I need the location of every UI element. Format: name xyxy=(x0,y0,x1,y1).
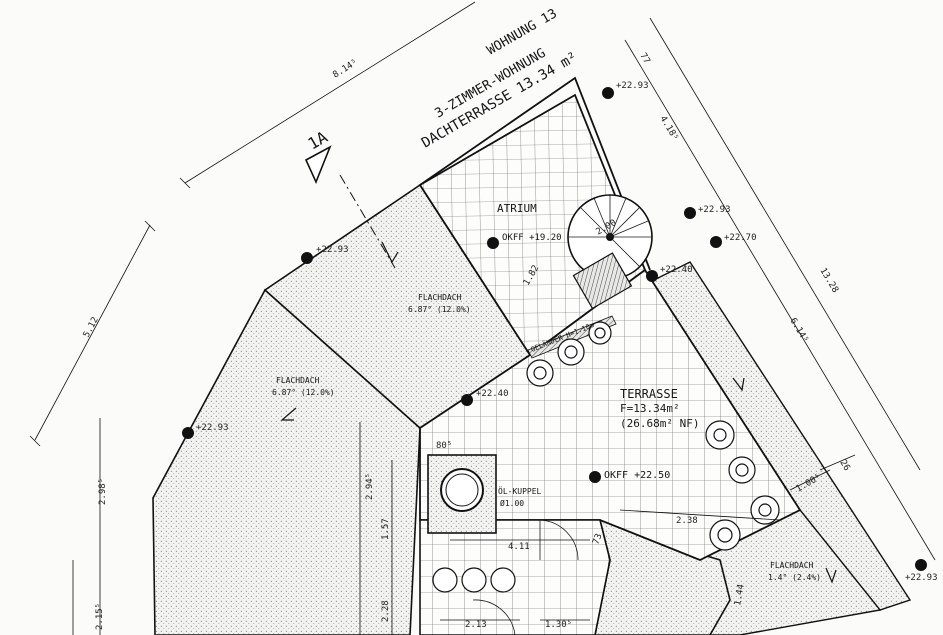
plants xyxy=(432,321,780,593)
dim-215: 2.15⁵ xyxy=(95,603,105,630)
level-0: +22.93 xyxy=(616,81,649,91)
level-texts: +22.93 +22.93 +22.70 +22.40 +22.93 +22.4… xyxy=(196,81,938,583)
drain-arrows xyxy=(280,241,837,584)
level-5: +22.40 xyxy=(476,389,509,399)
dim-614: 6.14⁵ xyxy=(787,316,810,344)
terrasse-level: OKFF +22.50 xyxy=(604,470,670,481)
terrasse-nf: (26.68m² NF) xyxy=(620,417,699,430)
dim-512: 5.12 xyxy=(82,316,101,340)
terrasse-area-label: F=13.34m² xyxy=(620,402,680,415)
flachdach-bottom-slope: 1.4° (2.4%) xyxy=(768,573,821,582)
level-7: +22.93 xyxy=(905,573,938,583)
flachdach-top-label: FLACHDACH xyxy=(418,293,462,302)
level-6: +22.93 xyxy=(196,423,229,433)
dim-298: 2.98⁵ xyxy=(98,478,108,505)
dim-73: 73 xyxy=(591,532,604,546)
oelkuppel-label: ÖL-KUPPEL xyxy=(498,486,542,496)
title-line1: WOHNUNG 13 xyxy=(485,6,560,58)
door-swing-2 xyxy=(472,599,516,635)
level-1: +22.93 xyxy=(698,205,731,215)
atrium-label: ATRIUM xyxy=(497,202,537,215)
dim-1328: 13.28 xyxy=(817,266,840,294)
oelkuppel-box xyxy=(427,454,497,534)
atrium-level: OKFF +19.20 xyxy=(502,233,562,243)
dim-157: 1.57 xyxy=(381,518,391,540)
level-markers xyxy=(182,87,927,571)
level-4: +22.93 xyxy=(316,245,349,255)
dim-144: 1.44 xyxy=(733,583,747,606)
dim-411: 4.11 xyxy=(508,542,530,552)
terrasse-label: TERRASSE xyxy=(620,387,678,401)
flachdach-top-slope: 6.87° (12.0%) xyxy=(408,305,471,314)
dim-130: 1.30⁵ xyxy=(545,620,572,630)
dimension-lines xyxy=(29,1,936,635)
dim-213: 2.13 xyxy=(465,620,487,630)
flachdach-left-slope: 6.87° (12.0%) xyxy=(272,388,335,397)
dim-80: 80⁵ xyxy=(436,441,452,451)
door-swing xyxy=(539,519,579,561)
dim-228: 2.28 xyxy=(381,600,391,622)
spiral-stair xyxy=(567,194,653,310)
oelkuppel-size: Ø1.00 xyxy=(500,498,524,508)
dim-294: 2.94⁵ xyxy=(365,473,375,500)
dim-238: 2.38 xyxy=(676,516,698,526)
section-marker xyxy=(304,145,396,269)
flachdach-left-label: FLACHDACH xyxy=(276,376,320,385)
level-2: +22.70 xyxy=(724,233,757,243)
dim-418: 4.18⁵ xyxy=(657,114,680,142)
dim-77: 77 xyxy=(637,51,651,65)
dim-26: 26 xyxy=(837,458,851,472)
level-3: +22.40 xyxy=(660,265,693,275)
flachdach-bottom-label: FLACHDACH xyxy=(770,561,814,570)
